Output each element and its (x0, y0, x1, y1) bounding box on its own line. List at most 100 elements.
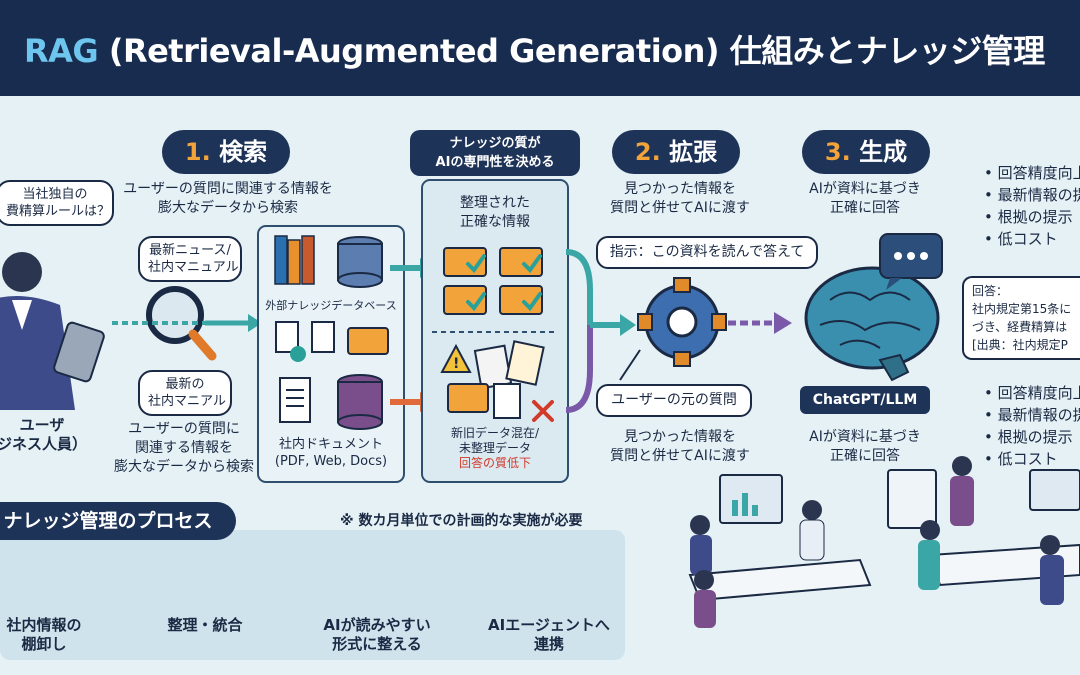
quality-bad-line: 未整理データ (458, 441, 531, 455)
quality-bad-line: 新旧データ混在/ (450, 426, 540, 440)
step3-description-2: AIが資料に基づき 正確に回答 (790, 428, 940, 466)
step1-bubble-top: 最新ニュース/ 社内マニュアル (138, 236, 242, 282)
title-rag: RAG (24, 32, 99, 70)
quality-good-line: 正確な情報 (460, 214, 530, 230)
process-note: ※ 数カ月単位での計画的な実施が必要 (340, 513, 583, 529)
internal-docs-label: 社内ドキュメント (PDF, Web, Docs) (258, 436, 404, 470)
brain-icon (804, 266, 940, 382)
user-bubble-line: 費精算ルールは？ (6, 204, 111, 219)
svg-text:!: ! (453, 356, 459, 372)
answer-line: [出典：社内規定P (972, 338, 1068, 352)
magnifier-icon (146, 286, 217, 361)
benefits-list-bottom: 回答精度向上 最新情報の提 根拠の提示 低コスト (984, 382, 1080, 470)
docs-label-line: (PDF, Web, Docs) (274, 454, 388, 469)
step1-pill: 1. 検索 (162, 130, 290, 174)
benefit-item: 根拠の提示 (984, 206, 1080, 228)
step1-description: ユーザーの質問に関連する情報を 膨大なデータから検索 (108, 180, 348, 218)
gear-icon (637, 277, 727, 367)
step1-desc-line: 膨大なデータから検索 (158, 200, 298, 216)
warning-icon: ! (440, 343, 472, 373)
benefits-list-top: 回答精度向上 最新情報の提 根拠の提示 低コスト (984, 162, 1080, 250)
office-scene-icon (688, 456, 1080, 628)
benefit-item: 最新情報の提 (984, 184, 1080, 206)
step1-bubble-line: 最新の (165, 377, 205, 392)
process-panel (0, 530, 625, 660)
quality-banner: ナレッジの質が AIの専門性を決める (410, 130, 580, 176)
step1-desc-line: ユーザーの質問に関連する情報を (123, 181, 333, 197)
llm-label: ChatGPT/LLM (800, 386, 930, 414)
database-icon (337, 374, 383, 430)
document-icon (447, 340, 545, 419)
benefit-item: 回答精度向上 (984, 162, 1080, 184)
process-step-2: 整理・統合 (150, 616, 260, 635)
page-title: RAG (Retrieval-Augmented Generation) 仕組み… (24, 26, 1045, 72)
document-icon (275, 321, 389, 362)
book-icon (274, 235, 315, 285)
step3-number: 3. (824, 138, 851, 166)
step1-label: 検索 (219, 138, 268, 166)
step2-description-2: 見つかった情報を 質問と併せてAIに渡す (590, 428, 770, 466)
step1-bubble-line: 社内マニュアル (148, 260, 239, 275)
process-step-4: AIエージェントへ 連携 (474, 616, 624, 654)
benefit-item: 低コスト (984, 448, 1080, 470)
process-title: ナレッジ管理のプロセス (0, 502, 236, 540)
header-bar (0, 0, 1080, 96)
process-step-line: 形式に整える (332, 635, 422, 653)
process-step-line: AIが読みやすい (323, 616, 431, 634)
user-label: ユーザ ジネス人員） (0, 416, 88, 454)
benefit-item: 低コスト (984, 228, 1080, 250)
step2-label: 拡張 (669, 138, 718, 166)
quality-banner-line: ナレッジの質が (449, 136, 541, 151)
step2-desc-line: 見つかった情報を (624, 181, 736, 197)
process-step-line: 連携 (533, 635, 564, 653)
step1-desc2-line: 膨大なデータから検索 (114, 459, 254, 475)
answer-line: 回答： (972, 284, 1009, 298)
process-step-1: 社内情報の 棚卸し (0, 616, 94, 654)
answer-line: 社内規定第15条に (972, 302, 1072, 316)
benefit-item: 最新情報の提 (984, 404, 1080, 426)
step1-description-2: ユーザーの質問に 関連する情報を 膨大なデータから検索 (104, 420, 264, 477)
step1-bubble-line: 社内マニアル (148, 394, 226, 409)
instruction-bubble: 指示：この資料を読んで答えて (596, 236, 818, 269)
step3-desc-line: 正確に回答 (830, 200, 900, 216)
docs-label-line: 社内ドキュメント (278, 437, 383, 452)
step3-description: AIが資料に基づき 正確に回答 (790, 180, 940, 218)
quality-bad-label: 新旧データ混在/ 未整理データ 回答の質低下 (422, 426, 568, 471)
process-step-3: AIが読みやすい 形式に整える (312, 616, 442, 654)
step2-desc-line: 質問と併せてAIに渡す (610, 200, 750, 216)
step3-desc2-line: 正確に回答 (830, 448, 900, 464)
step2-description: 見つかった情報を 質問と併せてAIに渡す (590, 180, 770, 218)
quality-banner-line: AIの専門性を決める (435, 155, 555, 170)
step1-desc2-line: ユーザーの質問に (128, 421, 240, 437)
step2-pill: 2. 拡張 (612, 130, 740, 174)
process-step-line: 社内情報の (6, 616, 82, 634)
step3-desc-line: AIが資料に基づき (809, 181, 921, 197)
step1-bubble-line: 最新ニュース/ (149, 243, 231, 258)
answer-line: づき、経費精算は (972, 320, 1068, 334)
chat-bubble-icon (879, 233, 943, 290)
step3-desc2-line: AIが資料に基づき (809, 429, 921, 445)
document-icon (279, 377, 311, 423)
database-icon (337, 236, 383, 288)
close-icon (532, 400, 554, 422)
user-label-line: ジネス人員） (0, 435, 87, 453)
external-db-label: 外部ナレッジデータベース (265, 299, 397, 312)
user-label-line: ユーザ (19, 416, 65, 434)
user-figure-icon (0, 252, 105, 410)
quality-bad-warning: 回答の質低下 (458, 456, 531, 470)
benefit-item: 回答精度向上 (984, 382, 1080, 404)
step1-number: 1. (184, 138, 211, 166)
step2-number: 2. (634, 138, 661, 166)
process-step-line: 棚卸し (21, 635, 67, 653)
title-rest: (Retrieval-Augmented Generation) 仕組みとナレッ… (98, 32, 1045, 70)
step3-label: 生成 (859, 138, 908, 166)
step1-bubble-bottom: 最新の 社内マニアル (138, 370, 232, 416)
benefit-item: 根拠の提示 (984, 426, 1080, 448)
quality-good-label: 整理された 正確な情報 (422, 194, 568, 232)
check-icon (466, 254, 542, 312)
quality-good-line: 整理された (460, 195, 530, 211)
step2-desc2-line: 見つかった情報を (624, 429, 736, 445)
process-step-line: 整理・統合 (167, 616, 243, 634)
step1-desc2-line: 関連する情報を (135, 440, 233, 456)
